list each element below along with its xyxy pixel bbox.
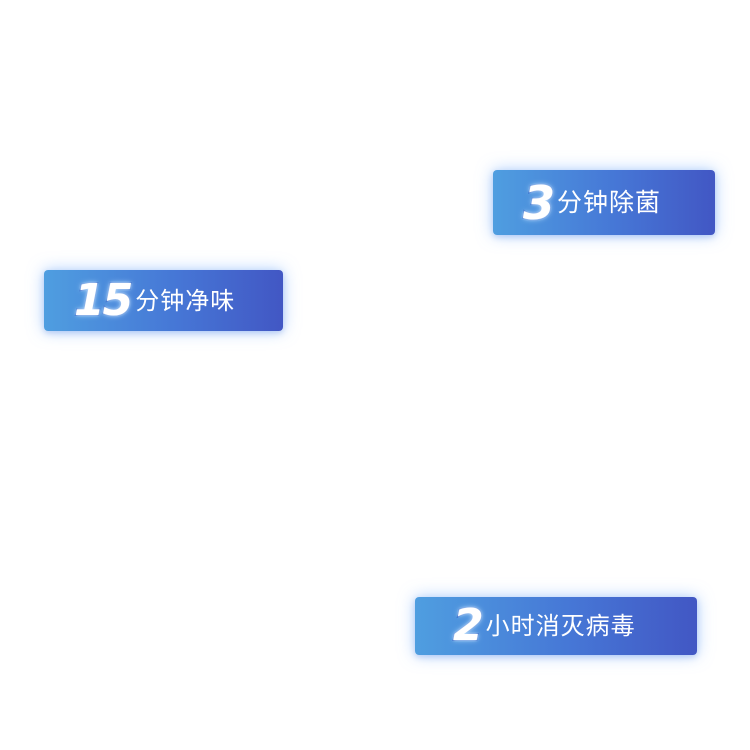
- badge-label: 分钟净味: [135, 286, 236, 315]
- feature-badge-sterilize: 3 分钟除菌: [493, 170, 715, 235]
- feature-badge-deodorize: 15 分钟净味: [44, 270, 283, 331]
- badge-number: 3: [522, 175, 556, 230]
- badge-number: 15: [73, 274, 134, 326]
- badge-number: 2: [452, 600, 485, 651]
- badge-label: 分钟除菌: [557, 188, 662, 217]
- feature-badge-virus-kill: 2 小时消灭病毒: [415, 597, 697, 655]
- badge-label: 小时消灭病毒: [485, 612, 636, 640]
